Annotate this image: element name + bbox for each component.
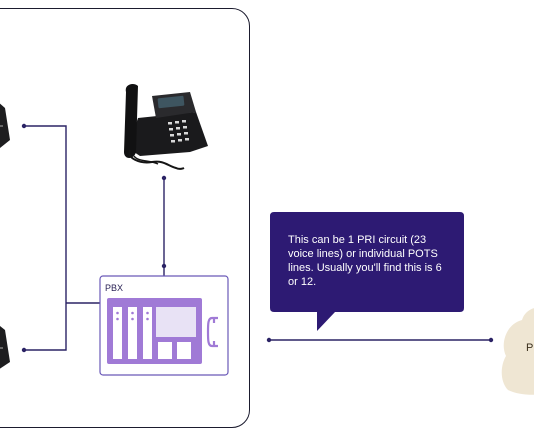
desk-phone-icon bbox=[0, 326, 10, 369]
connector-dot bbox=[21, 123, 27, 129]
pbx-unit-icon bbox=[107, 298, 202, 364]
connector-dot bbox=[266, 337, 272, 343]
connector-line bbox=[22, 125, 67, 351]
callout-bubble bbox=[270, 212, 464, 331]
connector-dot bbox=[21, 347, 27, 353]
handset-icon bbox=[206, 316, 218, 348]
pbx-label: PBX bbox=[105, 283, 124, 293]
connector-dot bbox=[161, 263, 167, 269]
desk-phone-icon bbox=[0, 103, 10, 148]
cloud-icon bbox=[501, 308, 534, 395]
desk-phone-icon bbox=[124, 84, 208, 170]
office-boundary bbox=[0, 8, 250, 428]
cloud-label: P bbox=[526, 342, 534, 354]
connector-dot bbox=[161, 175, 167, 181]
connector-dot bbox=[488, 337, 494, 343]
callout-text: This can be 1 PRI circuit (23 voice line… bbox=[288, 234, 442, 288]
